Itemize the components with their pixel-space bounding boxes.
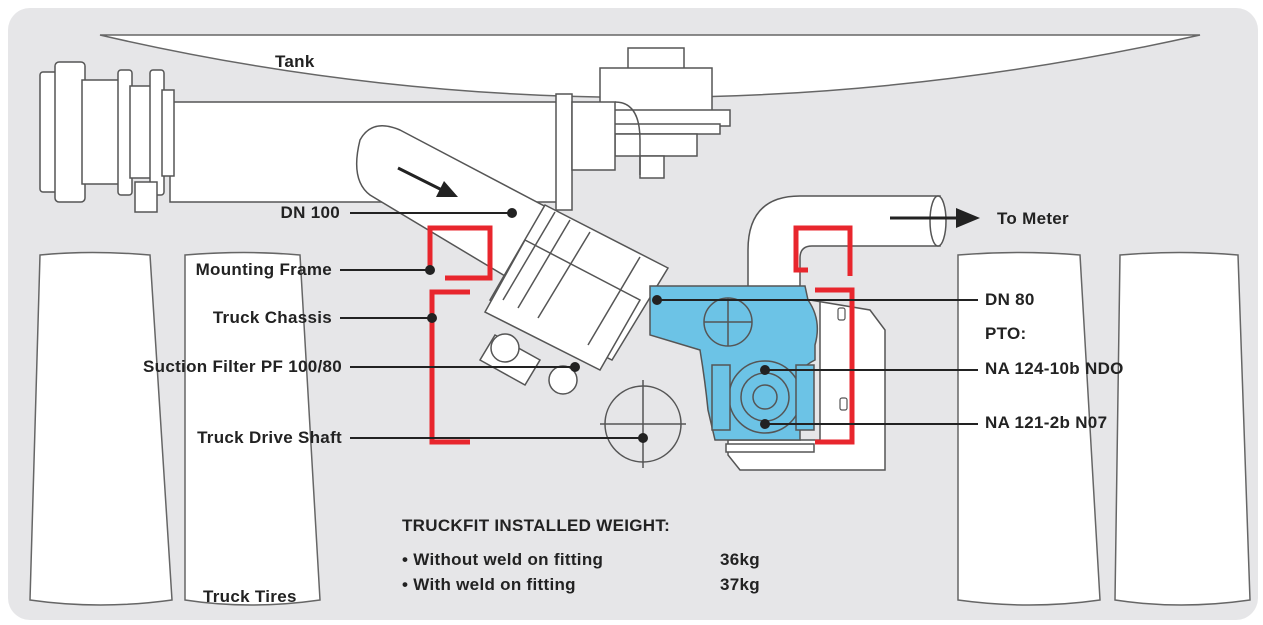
truck-tires-label: Truck Tires bbox=[203, 587, 297, 606]
drive-shaft-icon bbox=[600, 380, 686, 468]
tank-valve bbox=[579, 47, 731, 179]
mounting-frame-label: Mounting Frame bbox=[195, 260, 332, 279]
leader-dots bbox=[425, 208, 770, 443]
suction-filter-label: Suction Filter PF 100/80 bbox=[143, 357, 342, 376]
pto-heading: PTO: bbox=[985, 324, 1027, 343]
pump-body bbox=[649, 285, 819, 441]
weight-row-1-label: • Without weld on fitting bbox=[402, 550, 604, 569]
weight-heading: TRUCKFIT INSTALLED WEIGHT: bbox=[402, 516, 671, 535]
weight-row-1-value: 36kg bbox=[720, 550, 760, 569]
suction-filter bbox=[478, 204, 670, 395]
tire-right-2 bbox=[1114, 251, 1251, 606]
pump-base-plate bbox=[725, 443, 815, 453]
leader-lines bbox=[340, 212, 978, 439]
tire-right-1 bbox=[957, 251, 1101, 606]
truck-tires bbox=[29, 251, 1251, 606]
to-meter-label: To Meter bbox=[997, 209, 1069, 228]
pto-model-2: NA 121-2b N07 bbox=[985, 413, 1108, 432]
weight-row-2-value: 37kg bbox=[720, 575, 760, 594]
dn80-label: DN 80 bbox=[985, 290, 1035, 309]
to-meter-arrow-icon bbox=[890, 208, 980, 228]
mounting-frame-right bbox=[793, 225, 853, 276]
tank-label: Tank bbox=[275, 52, 315, 71]
tire-left-1 bbox=[29, 251, 173, 606]
dn100-label: DN 100 bbox=[280, 203, 340, 222]
hose-coupling bbox=[39, 61, 175, 213]
truck-chassis-right bbox=[815, 287, 855, 445]
mounting-frame-left bbox=[427, 225, 493, 281]
truck-chassis-label: Truck Chassis bbox=[212, 308, 332, 327]
tire-left-2 bbox=[184, 251, 321, 606]
flow-arrow-icon bbox=[397, 166, 458, 197]
pto-model-1: NA 124-10b NDO bbox=[985, 359, 1124, 378]
weight-row-2-label: • With weld on fitting bbox=[402, 575, 576, 594]
outlet-pipe-end bbox=[929, 195, 947, 247]
drive-shaft-label: Truck Drive Shaft bbox=[197, 428, 342, 447]
